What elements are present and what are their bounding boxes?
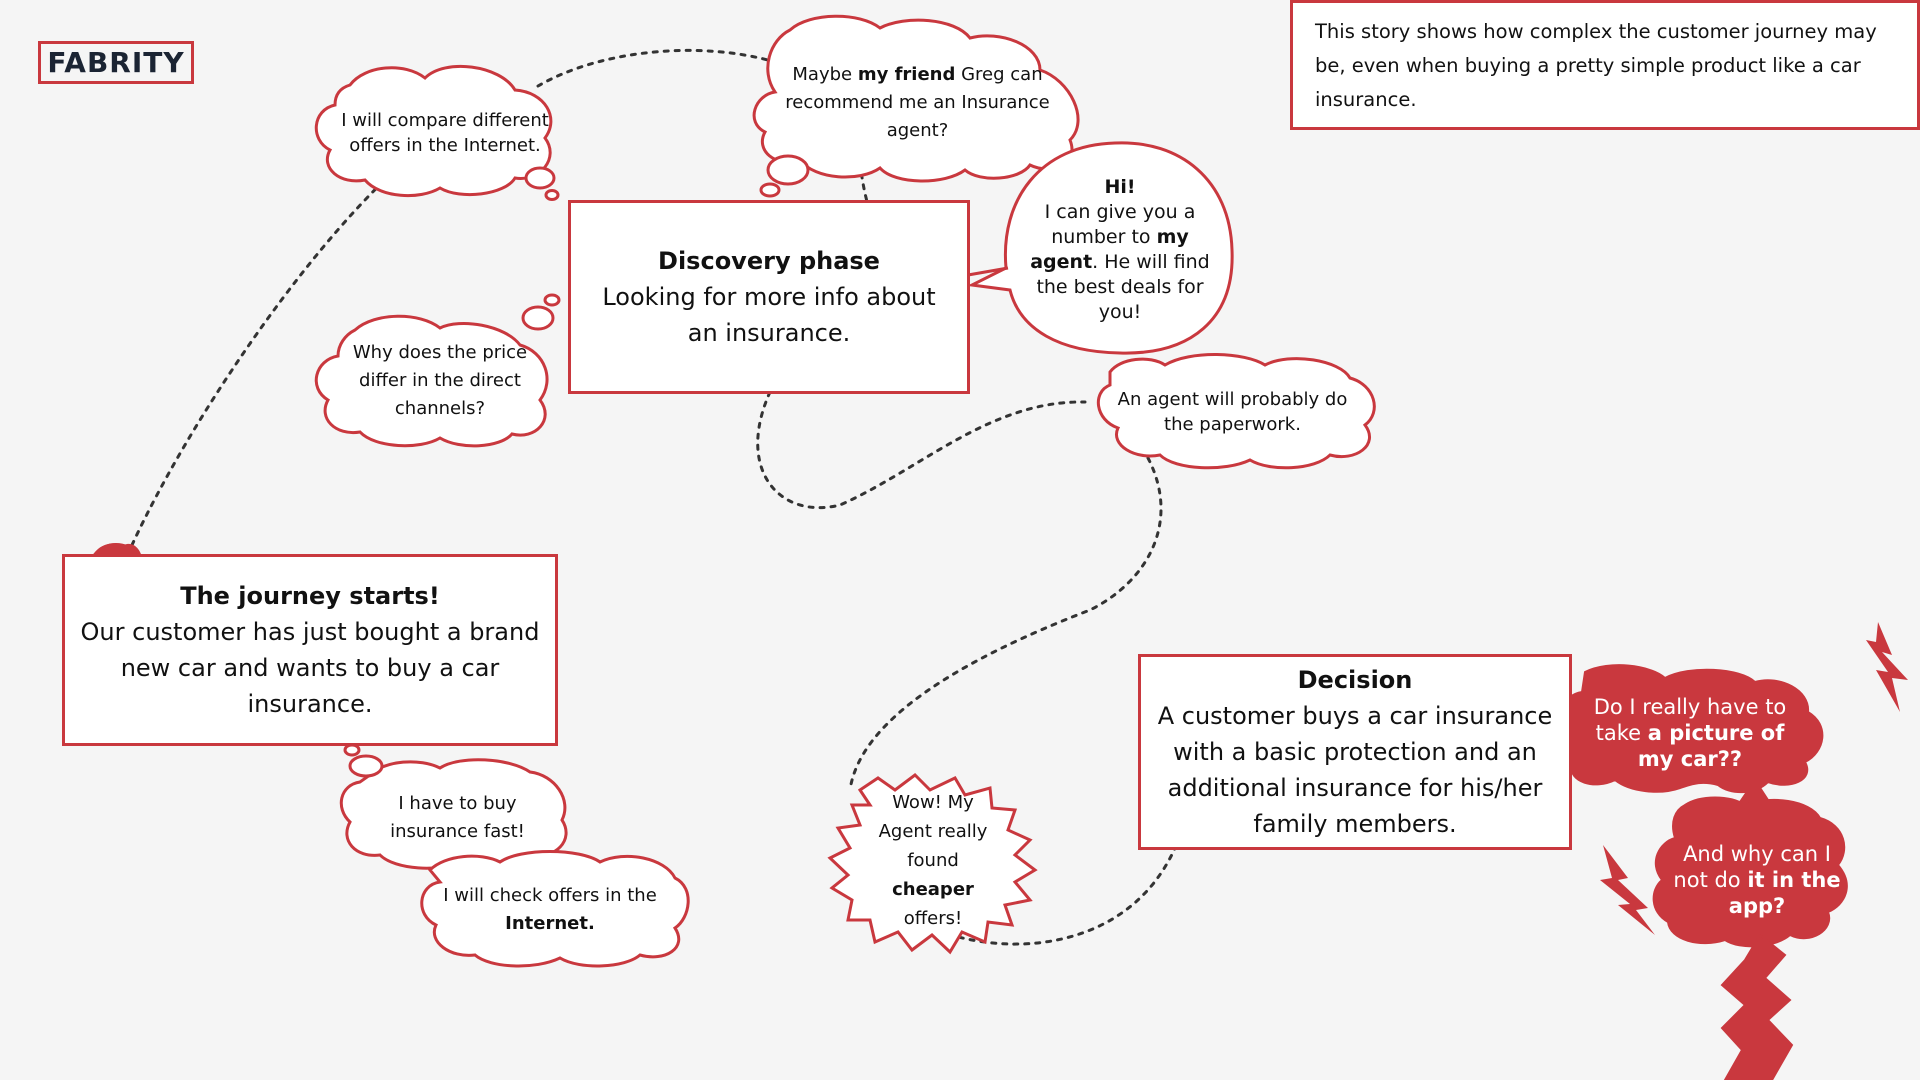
thought-bubble-price: [314, 293, 561, 448]
discovery-speech-connector: [967, 266, 1009, 277]
exclaim-bubble-wow: [827, 773, 1038, 955]
journey-path-down: [848, 456, 1163, 792]
speech-friend-reply-text: Hi!I can give you a number to my agent. …: [1030, 176, 1210, 323]
thought-buy-fast-text: I have to buy insurance fast!: [390, 792, 525, 842]
thought-bubble-compare: [314, 64, 560, 201]
fabrity-logo: FABRITY: [38, 41, 194, 84]
discovery-box: Discovery phase Looking for more info ab…: [568, 200, 970, 394]
story-note: This story shows how complex the custome…: [1290, 0, 1920, 130]
thought-bubble-check-offers: [420, 850, 690, 968]
start-text: Our customer has just bought a brand new…: [80, 618, 540, 718]
start-box: The journey starts! Our customer has jus…: [62, 554, 558, 746]
lightning-bolt-left-icon: [1600, 845, 1655, 935]
journey-path-loop: [756, 390, 1087, 510]
thought-compare-text: I will compare different offers in the I…: [341, 110, 549, 156]
journey-path-start: [130, 173, 392, 547]
lightning-bolt-top-icon: [1866, 622, 1908, 712]
decision-box: Decision A customer buys a car insurance…: [1138, 654, 1572, 850]
decision-title: Decision: [1297, 666, 1413, 694]
thought-friend-text: Maybe my friend Greg can recommend me an…: [785, 64, 1050, 141]
discovery-title: Discovery phase: [658, 247, 880, 275]
journey-path-top: [536, 48, 777, 88]
exclaim-wow-text: Wow! My Agent really found cheaper offer…: [878, 791, 988, 929]
speech-bubble-friend-reply: [966, 141, 1234, 355]
thought-check-offers-text: I will check offers in the Internet.: [443, 885, 657, 934]
thought-price-text: Why does the price differ in the direct …: [352, 342, 528, 419]
frustration-app-text: And why can I not do it in the app?: [1673, 842, 1841, 918]
thought-bubble-friend: [752, 14, 1080, 198]
thought-bubble-agent-paperwork: [1096, 353, 1376, 470]
start-title: The journey starts!: [180, 582, 440, 610]
frustration-cloud-app: [1652, 796, 1848, 1080]
discovery-text: Looking for more info about an insurance…: [602, 283, 936, 347]
decision-text: A customer buys a car insurance with a b…: [1157, 702, 1553, 838]
thought-agent-paperwork-text: An agent will probably do the paperwork.: [1117, 389, 1348, 435]
frustration-picture-text: Do I really have to take a picture of my…: [1593, 695, 1787, 771]
